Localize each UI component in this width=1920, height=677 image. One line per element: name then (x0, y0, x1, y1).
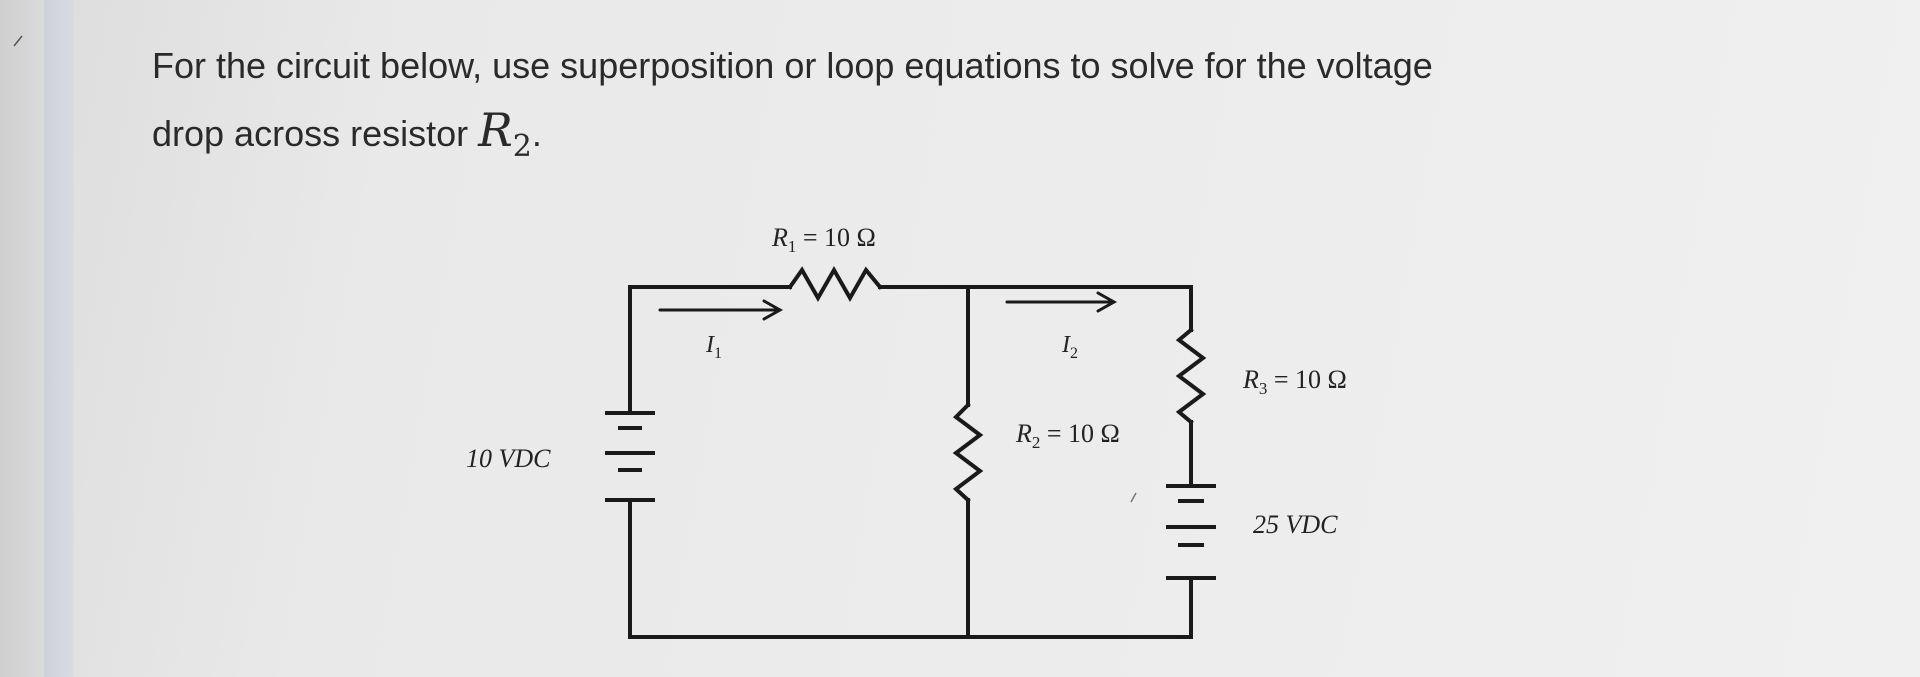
label-i1: I1 (705, 332, 722, 362)
label-r2-letter: R (1015, 419, 1032, 448)
wire-top-left (628, 285, 792, 415)
wire-top-right (878, 285, 1193, 332)
label-r1-sub: 1 (788, 237, 797, 256)
battery-left (605, 411, 655, 502)
label-r2-sub: 2 (1032, 433, 1041, 452)
label-i1-sub: 1 (714, 345, 722, 362)
stray-mark-2 (13, 35, 23, 47)
r2-symbol-letter: R (478, 103, 513, 157)
label-source-right: 25 VDC (1253, 510, 1338, 539)
label-r3-sub: 3 (1259, 379, 1268, 398)
label-i2-sub: 2 (1070, 345, 1078, 362)
arrow-i2-head (1096, 291, 1118, 313)
question-end-period: . (531, 113, 542, 154)
label-r1: R1 = 10 Ω (771, 223, 876, 256)
label-r3-value: = 10 Ω (1267, 365, 1347, 394)
battery-right (1166, 484, 1216, 580)
label-i2-letter: I (1061, 332, 1071, 358)
label-r1-letter: R (771, 223, 788, 252)
resistor-r3 (1175, 327, 1207, 425)
label-r3-letter: R (1242, 365, 1259, 394)
label-i1-letter: I (705, 332, 715, 358)
label-i2: I2 (1061, 332, 1078, 362)
label-r2: R2 = 10 Ω (1015, 419, 1120, 452)
resistor-r1 (787, 265, 883, 303)
label-r3: R3 = 10 Ω (1242, 365, 1347, 398)
label-source-left: 10 VDC (466, 444, 551, 473)
question-text: For the circuit below, use superposition… (152, 34, 1752, 179)
r2-math-symbol: R2 (478, 103, 532, 164)
page-left-strip (44, 0, 74, 677)
r2-symbol-subscript: 2 (512, 129, 532, 165)
question-line-2: drop across resistor R2. (152, 98, 1752, 179)
label-r2-value: = 10 Ω (1040, 419, 1120, 448)
stray-mark-1 (1130, 492, 1137, 503)
question-line-1: For the circuit below, use superposition… (152, 45, 1433, 86)
label-r1-value: = 10 Ω (796, 223, 876, 252)
question-line-2-text: drop across resistor (152, 113, 469, 154)
resistor-r2 (952, 402, 984, 503)
arrow-i1-head (762, 299, 784, 321)
